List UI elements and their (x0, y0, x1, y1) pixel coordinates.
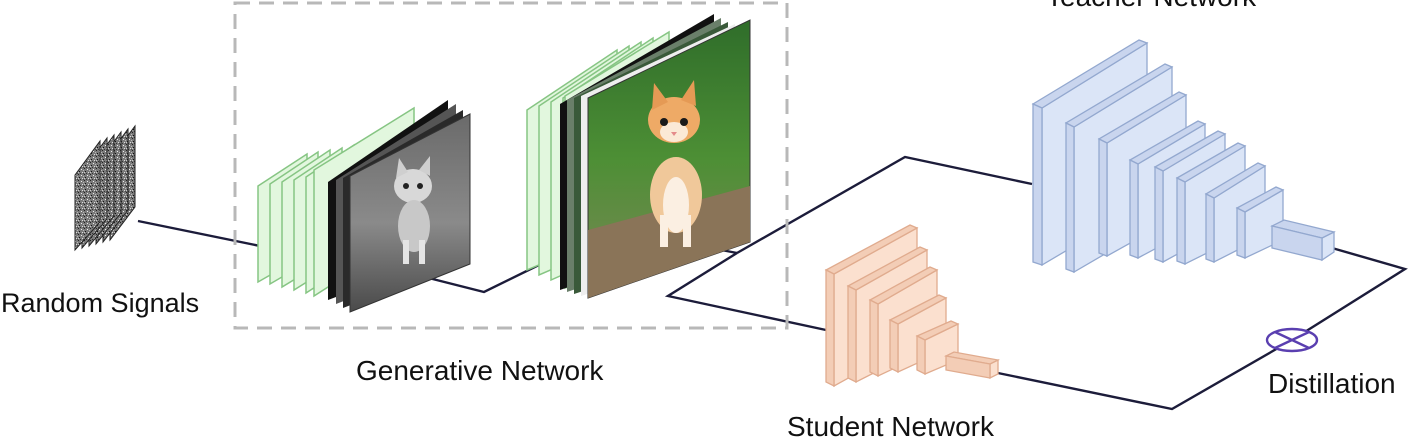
student-network-label: Student Network (787, 411, 995, 440)
teacher-network (1031, 39, 1336, 274)
random-signals-label: Random Signals (1, 288, 199, 318)
teacher-layer-9 (1270, 219, 1336, 262)
color-kitten-image (560, 14, 751, 299)
random-noise-stack-icon (74, 124, 136, 252)
distillation-label: Distillation (1268, 368, 1396, 399)
student-network (824, 224, 1001, 388)
line-split-to-teacher (736, 155, 1033, 255)
generative-network-label: Generative Network (356, 355, 604, 386)
student-layer-6 (943, 351, 1001, 380)
generative-network-box (233, 1, 789, 330)
line-teacher-to-distill (1291, 246, 1408, 342)
grayscale-kitten-image (328, 100, 471, 313)
line-noise-to-generator (137, 219, 271, 250)
teacher-network-label: Teacher Network (1046, 0, 1257, 12)
circle-cross-icon (1265, 327, 1319, 353)
line-student-to-distill (992, 338, 1293, 411)
line-split-to-student (664, 251, 827, 332)
